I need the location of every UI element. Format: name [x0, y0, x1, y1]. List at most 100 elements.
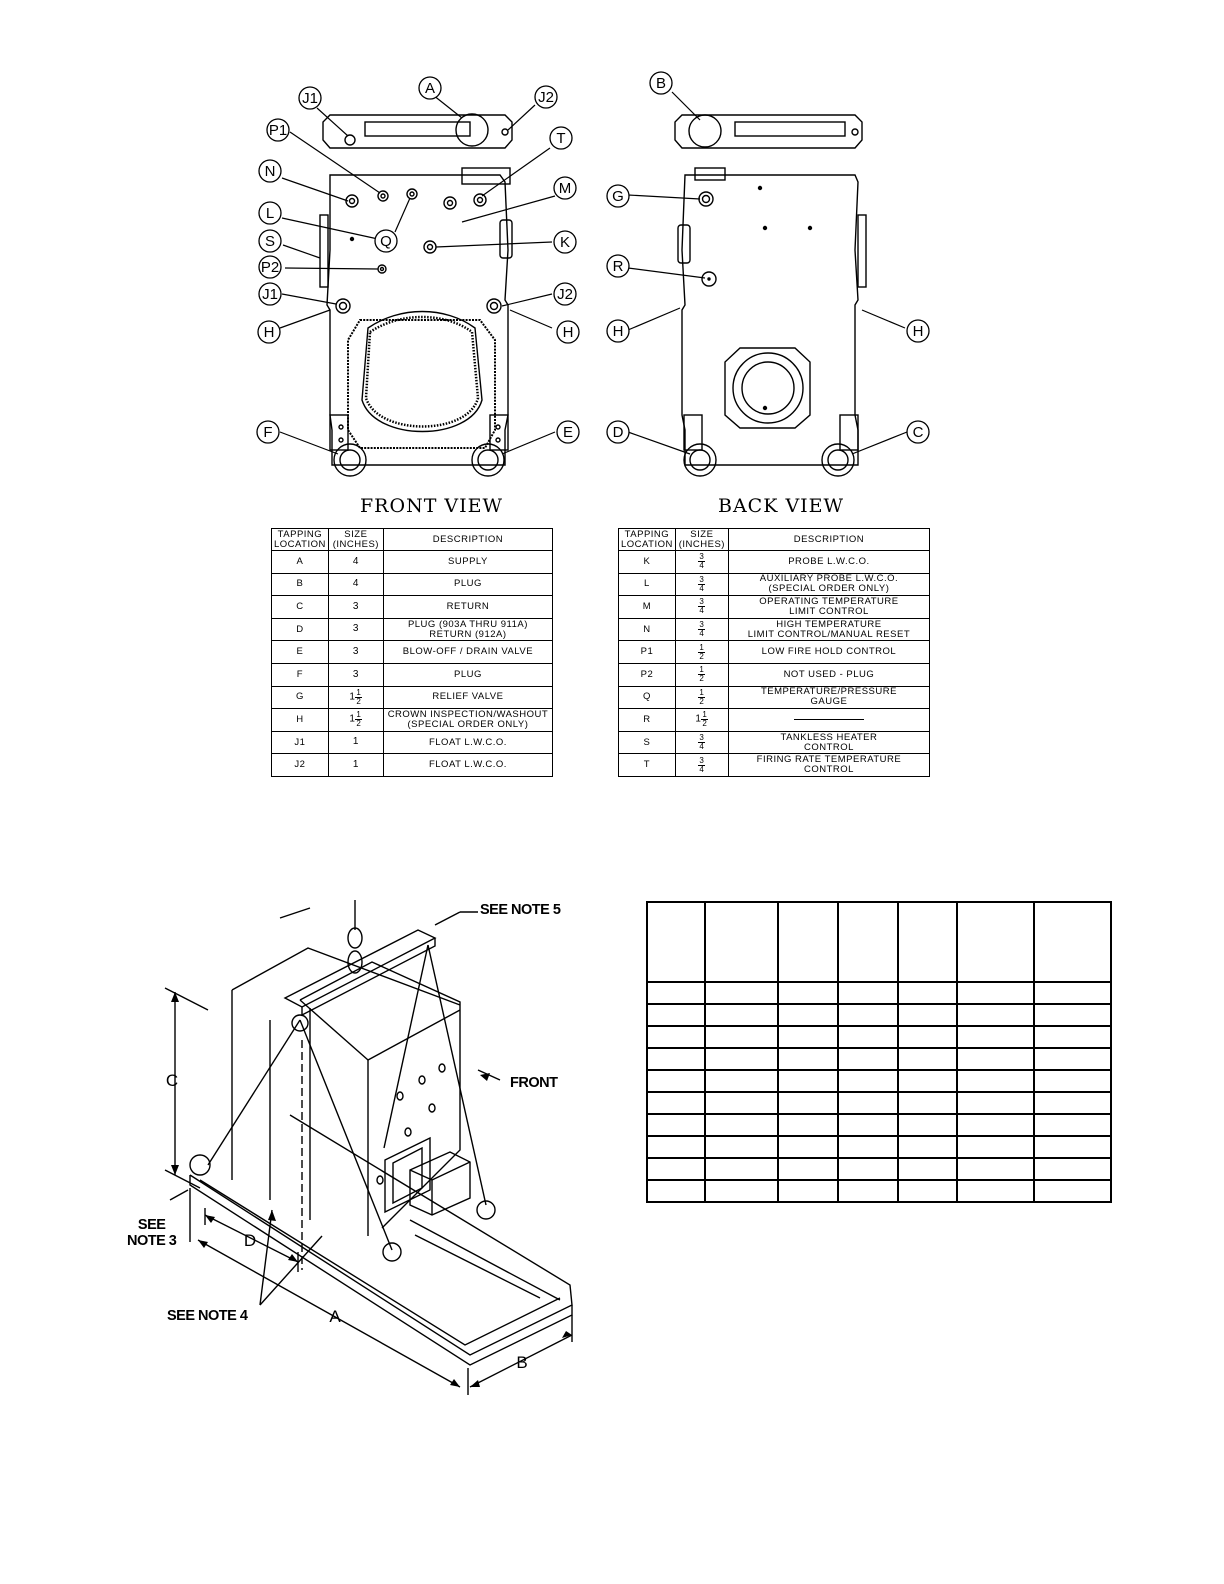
dims-cell: [777, 1157, 839, 1181]
tapping-location: C: [271, 595, 329, 619]
dims-cell: [1033, 1069, 1112, 1093]
dims-cell: [956, 1069, 1035, 1093]
dims-cell: [956, 1091, 1035, 1115]
dims-cell: [837, 901, 899, 983]
dims-row: [646, 1179, 1112, 1203]
dims-cell: [897, 1003, 958, 1027]
dims-cell: [646, 1069, 706, 1093]
tapping-size: 4: [327, 572, 384, 597]
dims-cell: [897, 981, 958, 1005]
dims-cell: [646, 1113, 706, 1137]
dims-cell: [1033, 1113, 1112, 1137]
dims-cell: [956, 1047, 1035, 1071]
dims-cell: [837, 1025, 899, 1049]
dims-cell: [777, 1179, 839, 1203]
dims-cell: [704, 1179, 779, 1203]
dims-cell: [956, 1113, 1035, 1137]
see-note-4: SEE NOTE 4: [167, 1308, 248, 1324]
label-f: F: [263, 424, 272, 441]
tapping-description: AUXILIARY PROBE L.W.C.O. (SPECIAL ORDER …: [727, 572, 931, 597]
header-size: SIZE (INCHES): [327, 528, 384, 551]
see-note-3: SEE NOTE 3: [127, 1217, 177, 1249]
dims-cell: [837, 1091, 899, 1115]
dims-header-row: [646, 901, 1112, 983]
tapping-location: T: [618, 753, 676, 777]
dims-cell: [777, 1091, 839, 1115]
dims-cell: [777, 901, 839, 983]
tapping-location: Q: [618, 685, 676, 710]
header-description: DESCRIPTION: [727, 528, 931, 551]
dims-cell: [646, 1157, 706, 1181]
see-note-5: SEE NOTE 5: [480, 902, 561, 918]
tapping-location: A: [271, 550, 329, 574]
dims-cell: [777, 1069, 839, 1093]
back-view-drawing: B G R H H D C: [606, 71, 930, 477]
dims-cell: [897, 1113, 958, 1137]
dim-c-label: C: [166, 1071, 178, 1090]
back-view-title: BACK VIEW: [718, 495, 845, 517]
dims-cell: [1033, 1025, 1112, 1049]
label-h-back-right: H: [913, 323, 924, 340]
label-c: C: [913, 424, 924, 441]
label-h-right: H: [563, 324, 574, 341]
tapping-description: TEMPERATURE/PRESSURE GAUGE: [727, 685, 931, 710]
dims-cell: [646, 901, 706, 983]
dims-cell: [837, 981, 899, 1005]
dims-row: [646, 1047, 1112, 1071]
dims-row: [646, 1157, 1112, 1181]
dims-cell: [1033, 1047, 1112, 1071]
tapping-size: 3: [327, 617, 384, 642]
tapping-description: BLOW-OFF / DRAIN VALVE: [382, 640, 554, 664]
front-view-title: FRONT VIEW: [360, 495, 504, 517]
dims-row: [646, 1003, 1112, 1027]
tapping-description: LOW FIRE HOLD CONTROL: [727, 640, 931, 664]
label-b: B: [656, 75, 666, 92]
dims-cell: [956, 981, 1035, 1005]
label-g: G: [612, 188, 624, 205]
tapping-description: NOT USED - PLUG: [727, 662, 931, 687]
label-j1: J1: [302, 90, 318, 107]
tapping-description: [727, 708, 931, 732]
dims-cell: [837, 1135, 899, 1159]
dims-cell: [646, 1135, 706, 1159]
dims-cell: [1033, 1003, 1112, 1027]
tapping-size: 1: [327, 753, 384, 777]
dims-cell: [897, 1047, 958, 1071]
tapping-location: N: [618, 617, 676, 642]
tapping-description: PLUG: [382, 662, 554, 687]
dims-cell: [1033, 981, 1112, 1005]
dims-cell: [1033, 1179, 1112, 1203]
label-h-left: H: [264, 324, 275, 341]
tapping-description: TANKLESS HEATER CONTROL: [727, 730, 931, 755]
dims-cell: [704, 981, 779, 1005]
tapping-size: 3: [327, 595, 384, 619]
dims-cell: [646, 1179, 706, 1203]
tapping-size: 3: [327, 662, 384, 687]
label-j2: J2: [538, 89, 554, 106]
header-location: TAPPING LOCATION: [618, 528, 676, 551]
tapping-location: S: [618, 730, 676, 755]
tapping-description: FIRING RATE TEMPERATURE CONTROL: [727, 753, 931, 777]
tapping-location: J1: [271, 730, 329, 755]
dims-cell: [646, 1047, 706, 1071]
dimensions-table: [646, 901, 1112, 1203]
dims-cell: [646, 1091, 706, 1115]
dims-cell: [837, 1157, 899, 1181]
tapping-table-left: TAPPING LOCATION SIZE (INCHES) DESCRIPTI…: [271, 528, 554, 777]
label-j1-lower: J1: [262, 286, 278, 303]
